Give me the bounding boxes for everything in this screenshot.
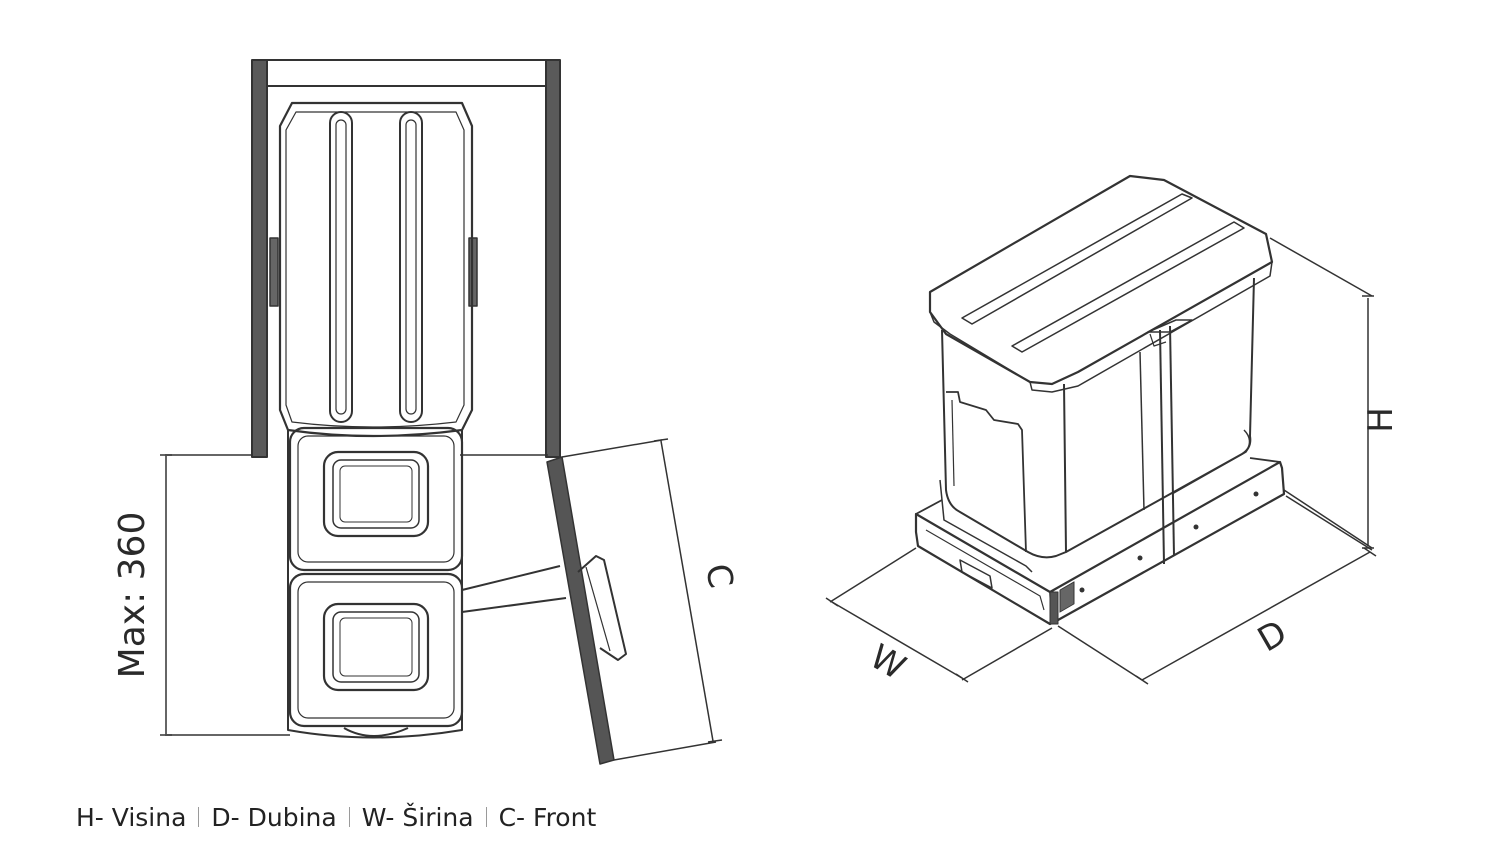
front-handle [577, 555, 627, 661]
bin-body-front [941, 329, 1067, 559]
isometric-view [914, 174, 1286, 626]
legend-item-width: W- Širina [361, 802, 474, 832]
top-view [251, 59, 627, 765]
bin-compartment-1 [288, 426, 464, 572]
d-dimension [1057, 495, 1377, 685]
base-tray [914, 460, 1286, 626]
legend-separator [198, 807, 200, 827]
front-panel [546, 456, 615, 765]
legend-separator [485, 807, 487, 827]
cabinet-left-wall [251, 59, 268, 458]
c-dimension-label: C [697, 561, 741, 591]
c-dimension [561, 438, 723, 761]
legend: H- Visina D- Dubina W- Širina C- Front [76, 799, 596, 835]
bin-compartment-2 [288, 572, 464, 728]
cabinet-right-wall [545, 59, 561, 458]
legend-separator [348, 807, 350, 827]
bin-lid-top-view [278, 101, 474, 438]
h-dimension-label: H [1361, 407, 1401, 433]
legend-item-front: C- Front [498, 802, 597, 832]
legend-item-depth: D- Dubina [211, 802, 337, 832]
h-dimension [1269, 237, 1374, 549]
w-dimension [825, 547, 1053, 683]
max-dimension-label: Max: 360 [112, 512, 153, 679]
d-dimension-label: D [1251, 613, 1294, 661]
legend-item-height: H- Visina [76, 802, 187, 832]
max-dimension [160, 454, 548, 736]
